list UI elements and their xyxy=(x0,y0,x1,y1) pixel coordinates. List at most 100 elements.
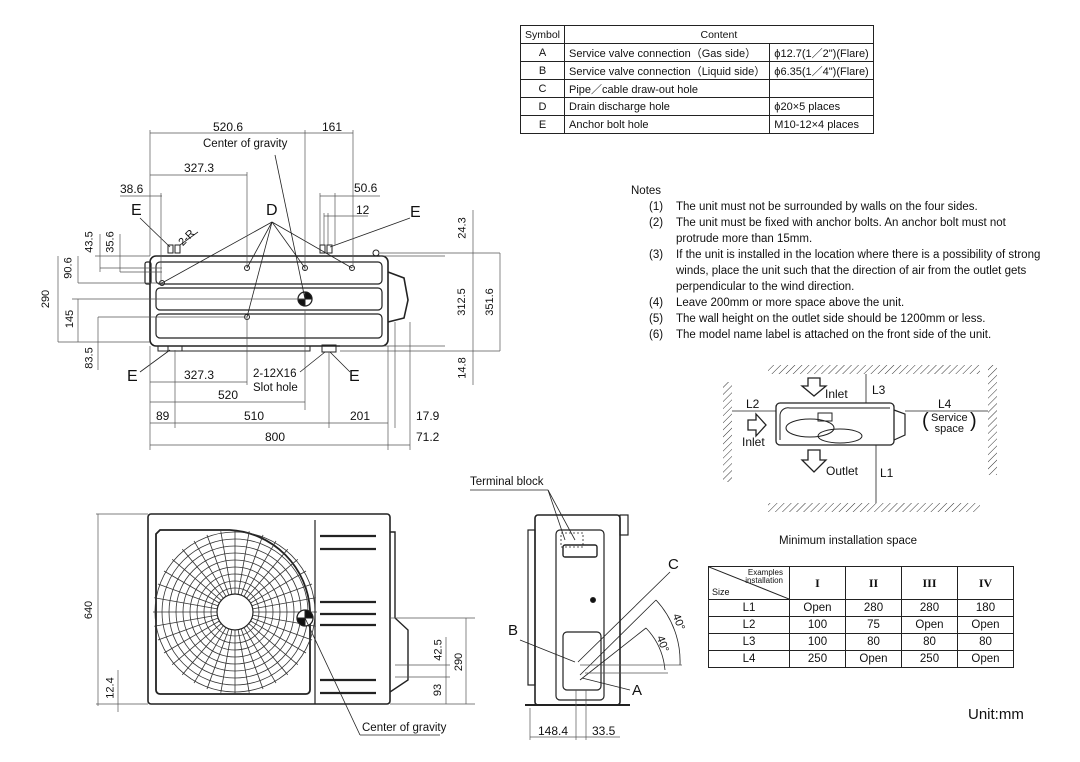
service-label-line1: Service xyxy=(931,412,968,424)
value-cell: 180 xyxy=(957,599,1014,617)
dim-312-5: 312.5 xyxy=(455,288,468,316)
wall-top xyxy=(768,365,980,374)
front-view-unit-body xyxy=(147,513,391,705)
size-cell: L4 xyxy=(708,650,790,668)
dim-50-6: 50.6 xyxy=(354,181,378,195)
symbol-table: Symbol Content A Service valve connectio… xyxy=(519,25,874,134)
dim-290-front: 290 xyxy=(453,652,466,672)
l3-label: L3 xyxy=(872,383,886,397)
note-text: The model name label is attached on the … xyxy=(676,329,992,341)
label-b: B xyxy=(508,622,519,639)
grille-spoke xyxy=(246,625,289,676)
value-cell: 75 xyxy=(845,616,902,634)
dim-327-3-top: 327.3 xyxy=(184,161,215,175)
grille-spoke xyxy=(157,617,219,641)
column-header: III xyxy=(901,566,958,600)
symbol-cell: A xyxy=(519,43,566,62)
slot-hole-label-2: Slot hole xyxy=(253,382,298,394)
value-cell: Open xyxy=(845,650,902,668)
value-cell: Open xyxy=(901,616,958,634)
dim-12: 12 xyxy=(356,203,370,217)
service-label-line2: space xyxy=(934,423,965,435)
value-cell: 80 xyxy=(845,633,902,651)
value-cell: 250 xyxy=(789,650,846,668)
top-center-of-gravity-label: Center of gravity xyxy=(203,138,288,150)
value-cell: 80 xyxy=(957,633,1014,651)
wall-bottom xyxy=(768,503,980,512)
drain-hole xyxy=(349,265,355,271)
grille-spoke xyxy=(246,548,289,599)
description-cell: Service valve connection（Liquid side） xyxy=(564,61,771,80)
grille-spoke xyxy=(171,623,222,666)
note-text: The unit must not be surrounded by walls… xyxy=(676,201,978,213)
spec-cell: M10-12×4 places xyxy=(769,115,874,134)
value-cell: 100 xyxy=(789,616,846,634)
note-item: (2)The unit must be fixed with anchor bo… xyxy=(631,215,1051,247)
dim-800: 800 xyxy=(265,430,286,444)
label-a: A xyxy=(632,682,643,699)
symbol-cell: D xyxy=(519,97,566,116)
note-text: The wall height on the outlet side shoul… xyxy=(676,313,986,325)
wall-right xyxy=(988,365,997,475)
installation-unit xyxy=(775,402,895,446)
value-cell: 80 xyxy=(901,633,958,651)
dim-14-8: 14.8 xyxy=(456,357,469,379)
fan-grille xyxy=(153,530,317,694)
service-paren-right: ) xyxy=(970,410,977,432)
outlet-label: Outlet xyxy=(826,464,859,478)
symbol-header: Symbol xyxy=(519,25,566,44)
dim-90-6: 90.6 xyxy=(62,257,75,279)
value-cell: 250 xyxy=(901,650,958,668)
inlet-arrow-top xyxy=(800,377,828,397)
dim-351-6: 351.6 xyxy=(483,288,496,316)
inlet-top-label: Inlet xyxy=(825,387,848,401)
symbol-cell: B xyxy=(519,61,566,80)
grille-spoke xyxy=(243,540,277,597)
note-item: (5) The wall height on the outlet side sh… xyxy=(631,311,1051,327)
label-e-bottom-right: E xyxy=(349,368,360,385)
description-cell: Service valve connection（Gas side） xyxy=(564,43,771,62)
size-cell: L2 xyxy=(708,616,790,634)
dim-71-2: 71.2 xyxy=(416,430,440,444)
column-header: II xyxy=(845,566,902,600)
l2-label: L2 xyxy=(746,397,760,411)
note-number: (2) xyxy=(649,217,664,229)
note-item: (4)Leave 200mm or more space above the u… xyxy=(631,295,1051,311)
grille-spoke xyxy=(251,583,313,607)
dim-33-5: 33.5 xyxy=(592,724,616,738)
outlet-arrow xyxy=(800,449,828,473)
corner-size-label: Size xyxy=(712,587,730,597)
grille-spoke xyxy=(243,627,277,684)
grille-spoke xyxy=(193,627,227,684)
dim-17-9: 17.9 xyxy=(416,409,440,423)
grille-spoke xyxy=(250,620,307,654)
slot-hole-label-1: 2-12X16 xyxy=(253,368,297,380)
dim-145: 145 xyxy=(64,309,77,329)
grille-spoke xyxy=(181,625,224,676)
front-view xyxy=(96,513,475,736)
value-cell: Open xyxy=(789,599,846,617)
table-row: D Drain discharge hole ϕ20×5 places xyxy=(519,97,874,116)
dim-520: 520 xyxy=(218,388,239,402)
note-number: (5) xyxy=(649,313,664,325)
dim-35-6: 35.6 xyxy=(104,231,117,253)
note-number: (4) xyxy=(649,297,664,309)
terminal-block-label: Terminal block xyxy=(470,476,544,488)
notes-title: Notes xyxy=(631,185,662,197)
dim-83-5: 83.5 xyxy=(83,347,96,369)
front-center-of-gravity-label: Center of gravity xyxy=(362,722,447,734)
dim-520-6: 520.6 xyxy=(213,120,244,134)
grille-spoke xyxy=(248,623,299,666)
note-item: (3)If the unit is installed in the locat… xyxy=(631,247,1051,295)
grille-spoke xyxy=(248,558,299,601)
table-row: L3 100 80 80 80 xyxy=(708,633,1014,651)
size-cell: L1 xyxy=(708,599,790,617)
table-row: L4 250 Open 250 Open xyxy=(708,650,1014,668)
table-row: E Anchor bolt hole M10-12×4 places xyxy=(519,115,874,134)
note-number: (1) xyxy=(649,201,664,213)
dim-38-6: 38.6 xyxy=(120,182,144,196)
grille-spoke xyxy=(252,597,316,610)
